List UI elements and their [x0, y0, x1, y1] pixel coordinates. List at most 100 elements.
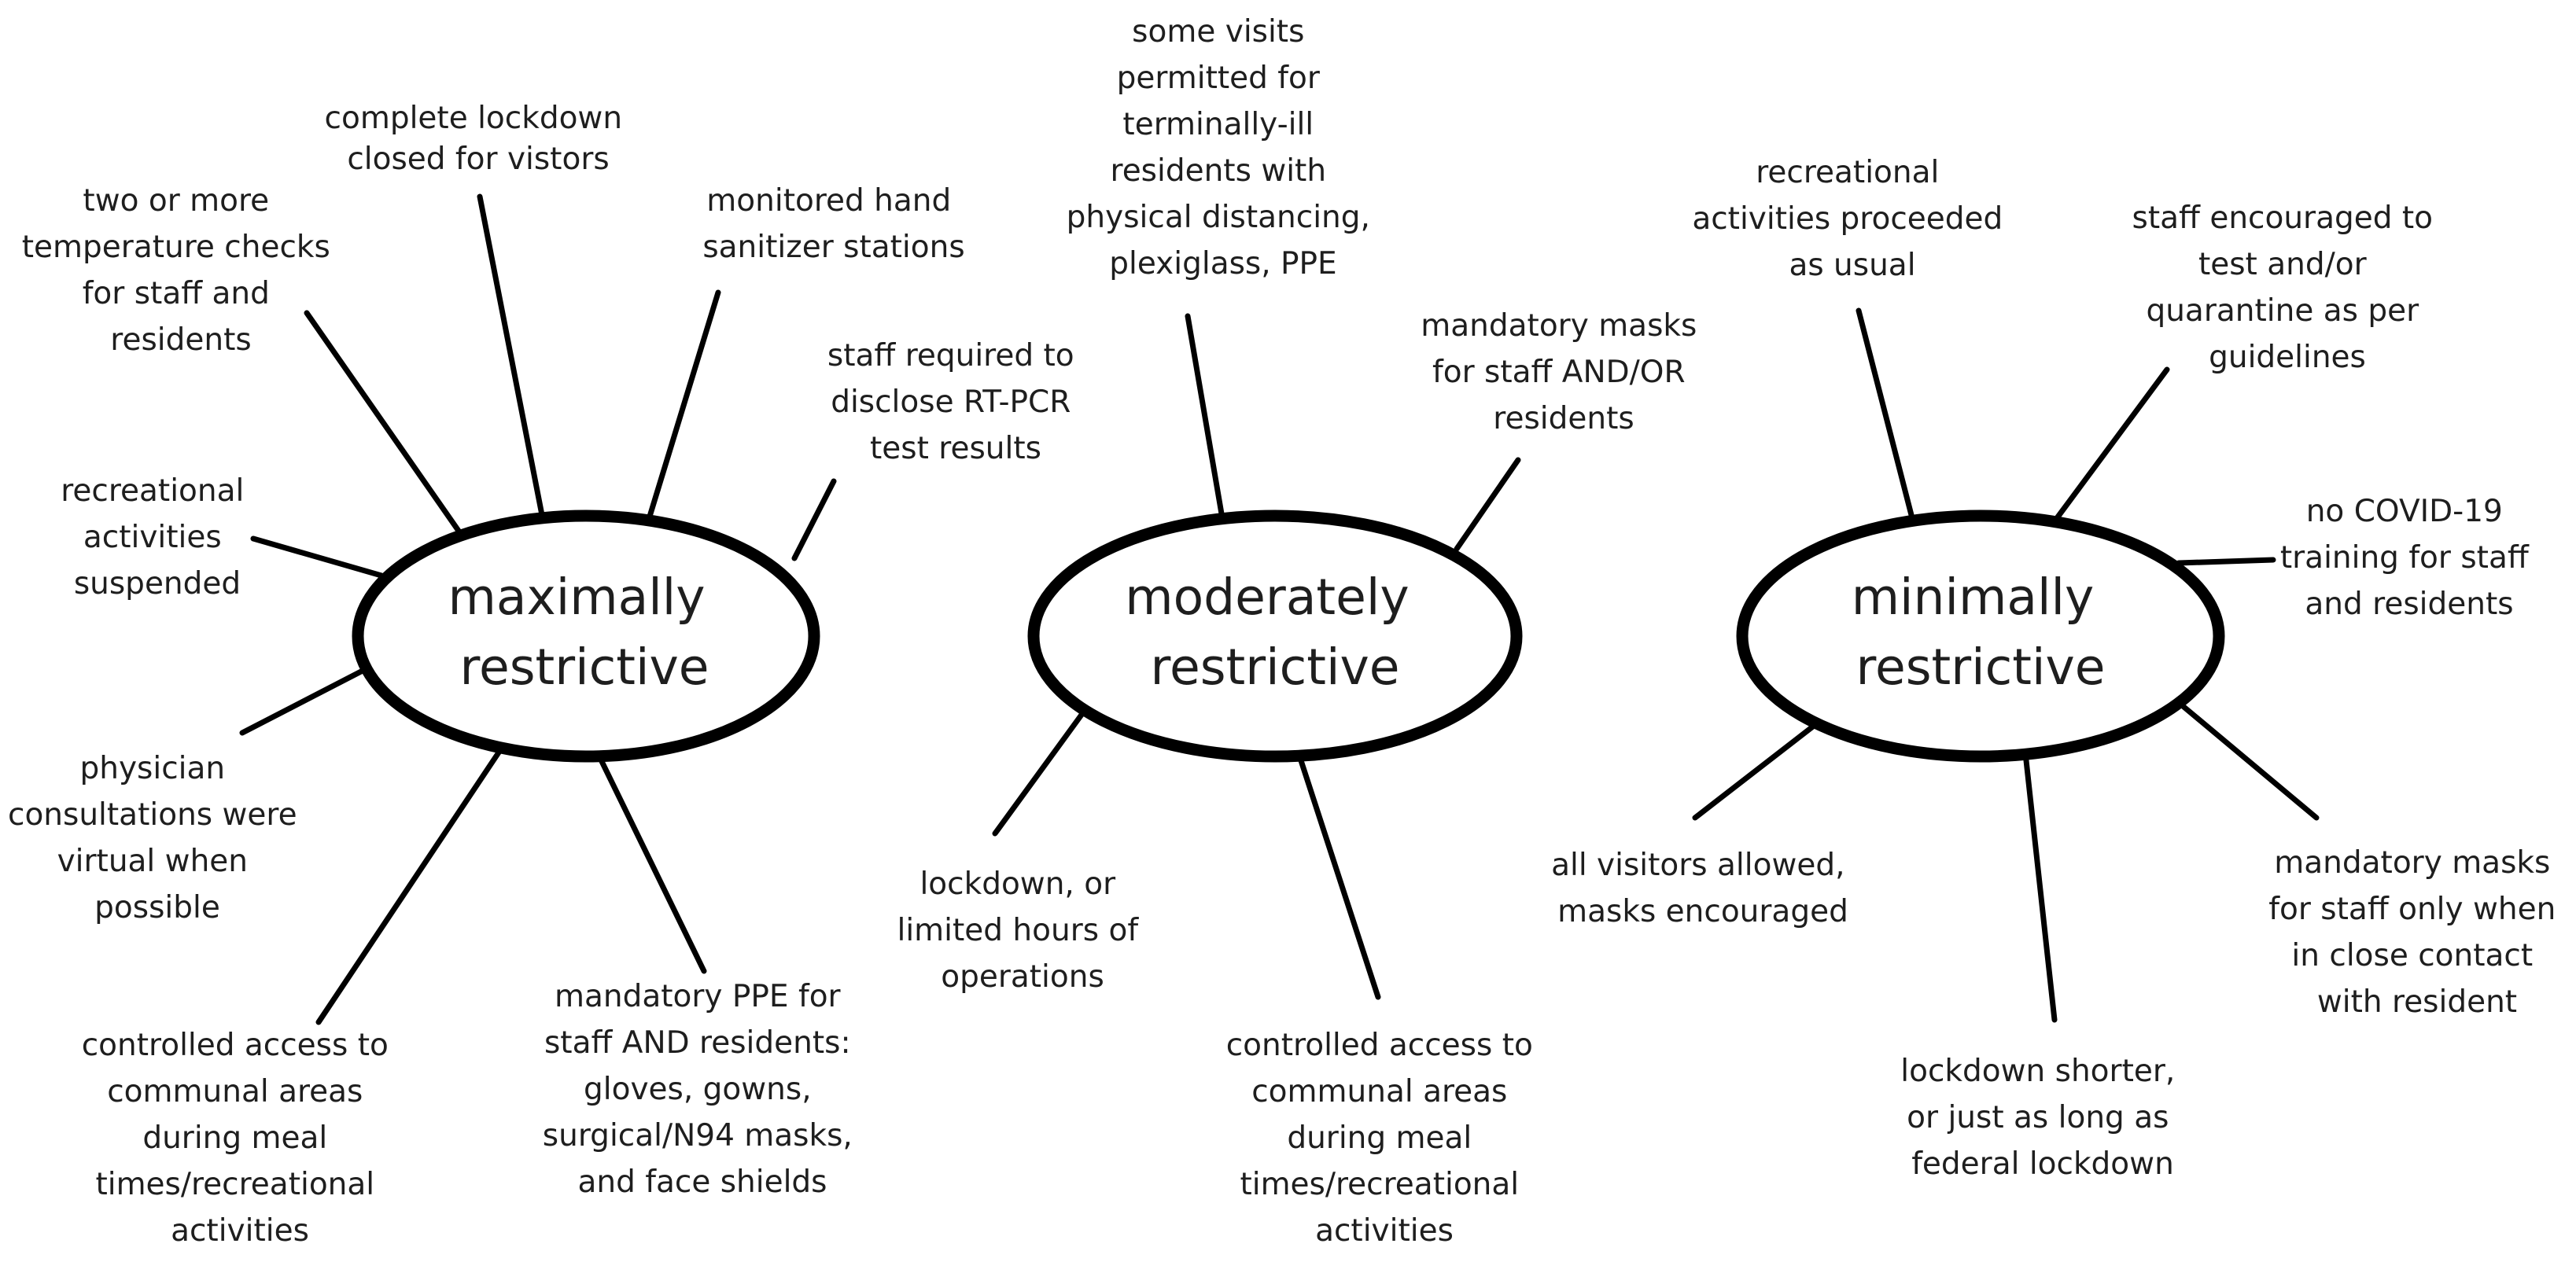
label-line: for staff and — [83, 276, 270, 311]
spoke-complete-lockdown — [477, 193, 546, 522]
label-line: gloves, gowns, — [584, 1072, 812, 1107]
label-line: all visitors allowed, — [1551, 848, 1844, 883]
center-line: moderately — [1125, 568, 1409, 626]
label-line: federal lockdown — [1911, 1146, 2174, 1182]
label-line: test and/or — [2198, 247, 2368, 282]
center-label-moderately: moderately restrictive — [1125, 568, 1424, 696]
label-line: recreational — [1756, 155, 1939, 190]
label-line: consultations were — [8, 797, 297, 833]
label-line: controlled access to — [82, 1028, 389, 1063]
label-line: monitored hand — [706, 183, 951, 219]
label-complete-lockdown: complete lockdown closed for vistors — [325, 101, 632, 177]
label-rt-pcr: staff required to disclose RT-PCR test r… — [827, 338, 1084, 466]
center-label-maximally: maximally restrictive — [448, 568, 720, 696]
label-line: test results — [870, 431, 1041, 466]
label-staff-test: staff encouraged to test and/or quaranti… — [2132, 201, 2443, 375]
center-line: restrictive — [1856, 638, 2105, 696]
label-line: plexiglass, PPE — [1109, 246, 1336, 281]
label-physician: physician consultations were virtual whe… — [8, 751, 307, 925]
label-line: virtual when — [57, 844, 248, 879]
spoke-some-visits — [1185, 313, 1226, 526]
spoke-lockdown-limited — [992, 703, 1091, 837]
spoke-hand-sanitizer — [646, 289, 721, 522]
label-line: some visits — [1132, 14, 1304, 50]
label-line: limited hours of — [897, 913, 1140, 948]
spoke-mandatory-ppe — [595, 750, 707, 974]
label-line: training for staff — [2280, 540, 2530, 576]
center-line: minimally — [1852, 568, 2095, 626]
label-line: lockdown shorter, — [1900, 1054, 2175, 1089]
label-line: recreational — [61, 473, 244, 509]
label-line: disclose RT-PCR — [831, 384, 1071, 420]
label-line: activities — [171, 1213, 309, 1249]
label-line: guidelines — [2209, 340, 2366, 375]
spokes-maximally — [239, 193, 837, 1025]
label-line: sanitizer stations — [702, 230, 964, 265]
spoke-no-training — [2176, 557, 2276, 566]
label-line: suspended — [74, 566, 241, 602]
label-line: surgical/N94 masks, — [543, 1118, 853, 1153]
spoke-all-visitors — [1692, 720, 1820, 821]
label-mandatory-masks: mandatory masks for staff AND/OR residen… — [1421, 308, 1706, 436]
spoke-rt-pcr — [791, 478, 837, 561]
label-rec-usual: recreational activities proceeded as usu… — [1692, 155, 2012, 283]
spoke-staff-test — [2051, 366, 2170, 524]
label-line: for staff only when — [2268, 892, 2556, 927]
label-line: activities — [83, 520, 222, 555]
label-no-training: no COVID-19 training for staff and resid… — [2280, 494, 2538, 622]
label-mandatory-ppe: mandatory PPE for staff AND residents: g… — [543, 979, 862, 1200]
label-line: times/recreational — [95, 1167, 374, 1202]
label-line: activities — [1315, 1213, 1454, 1249]
spokes-moderately — [992, 313, 1521, 1000]
label-line: no COVID-19 — [2306, 494, 2503, 529]
center-line: maximally — [448, 568, 705, 626]
label-line: residents with — [1111, 153, 1327, 189]
label-temperature-checks: two or more temperature checks for staff… — [22, 183, 340, 358]
label-line: mandatory masks — [2274, 845, 2550, 881]
label-line: communal areas — [107, 1074, 363, 1109]
label-masks-close-contact: mandatory masks for staff only when in c… — [2268, 845, 2565, 1020]
label-line: staff required to — [827, 338, 1074, 373]
label-line: with resident — [2317, 984, 2517, 1020]
label-line: mandatory PPE for — [555, 979, 842, 1014]
spoke-controlled-access-1 — [315, 742, 507, 1025]
ellipse-minimally — [1736, 510, 2225, 763]
label-line: permitted for — [1117, 61, 1321, 96]
spoke-masks-close-contact — [2174, 698, 2320, 821]
spokes-minimally — [1692, 307, 2320, 1023]
label-line: controlled access to — [1226, 1028, 1533, 1063]
label-line: communal areas — [1251, 1074, 1507, 1109]
label-line: masks encouraged — [1557, 894, 1848, 929]
label-line: staff AND residents: — [544, 1025, 851, 1061]
label-line: operations — [941, 959, 1104, 995]
label-hand-sanitizer: monitored hand sanitizer stations — [702, 183, 964, 265]
label-line: staff encouraged to — [2132, 201, 2434, 236]
label-line: in close contact — [2291, 938, 2533, 973]
label-all-visitors: all visitors allowed, masks encouraged — [1551, 848, 1855, 929]
label-some-visits: some visits permitted for terminally-ill… — [1067, 14, 1380, 281]
label-line: and face shields — [577, 1164, 827, 1200]
label-line: for staff AND/OR — [1432, 355, 1686, 390]
label-lockdown-limited: lockdown, or limited hours of operations — [897, 866, 1148, 995]
label-rec-suspended: recreational activities suspended — [61, 473, 254, 602]
center-line: restrictive — [459, 638, 709, 696]
label-line: as usual — [1789, 248, 1915, 283]
label-line: two or more — [83, 183, 269, 219]
ellipse-maximally — [352, 510, 820, 763]
spoke-rec-usual — [1856, 307, 1914, 518]
label-line: residents — [1493, 401, 1634, 436]
label-line: possible — [94, 890, 220, 925]
spoke-rec-suspended — [250, 535, 385, 579]
label-line: terminally-ill — [1122, 107, 1314, 142]
label-line: physician — [79, 751, 225, 786]
label-controlled-access-2: controlled access to communal areas duri… — [1226, 1028, 1543, 1249]
spoke-controlled-access-2 — [1295, 748, 1381, 1000]
spoke-lockdown-shorter — [2022, 750, 2058, 1023]
label-line: residents — [110, 322, 251, 358]
label-line: or just as long as — [1907, 1100, 2169, 1135]
label-line: closed for vistors — [347, 142, 609, 177]
label-line: quarantine as per — [2146, 293, 2419, 329]
center-line: restrictive — [1150, 638, 1399, 696]
spoke-mandatory-masks — [1454, 457, 1521, 552]
